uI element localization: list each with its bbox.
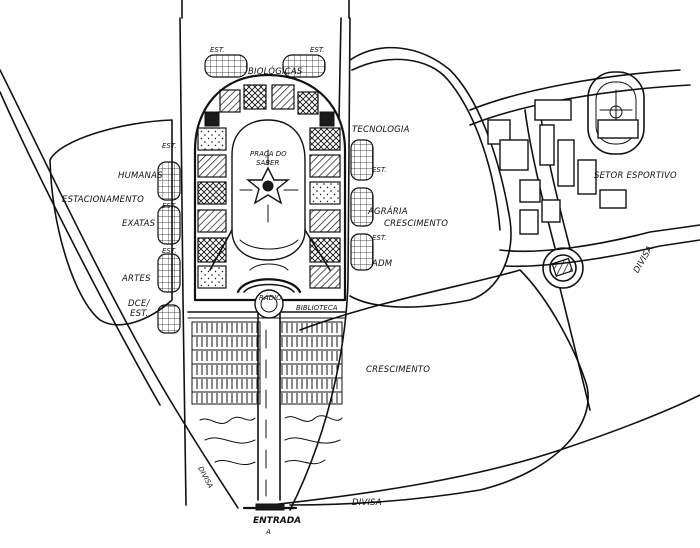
entrance-avenue <box>199 289 343 511</box>
label-entrada-marker: A <box>265 528 271 536</box>
satellite-lots-top <box>204 54 326 78</box>
label-divisa-right: DIVISA <box>632 244 656 275</box>
label-agraria: AGRÁRIA <box>367 205 408 217</box>
label-est-right-2: EST. <box>372 234 387 242</box>
label-tecnologia: TECNOLOGIA <box>352 125 410 135</box>
label-est-top-right: EST. <box>310 46 325 54</box>
label-artes: ARTES <box>121 274 151 284</box>
label-crescimento-lower: CRESCIMENTO <box>366 365 430 375</box>
label-est-left-2: EST. <box>162 202 177 210</box>
satellite-lots-right <box>350 139 374 271</box>
road-network <box>0 0 700 511</box>
central-campus <box>193 73 347 302</box>
parking-area <box>187 311 346 405</box>
label-est-left-1: EST. <box>162 142 177 150</box>
label-divisa-bottom: DIVISA <box>352 498 382 508</box>
label-adm: ADM <box>371 259 393 269</box>
label-divisa-left: DIVISA <box>196 465 214 490</box>
label-biologicas: BIOLÓGICAS <box>248 65 303 77</box>
label-praca-line1: PRAÇA DO <box>250 150 287 158</box>
label-biblioteca: BIBLIOTECA <box>296 304 338 312</box>
label-estacionamento: ESTACIONAMENTO <box>62 195 144 205</box>
sports-sector <box>487 71 645 235</box>
label-dce-est: EST. <box>130 309 148 319</box>
label-praca-line2: SABER <box>256 159 279 167</box>
label-humanas: HUMANAS <box>118 171 163 181</box>
label-dce: DCE/ <box>128 299 150 309</box>
label-est-top-left: EST. <box>210 46 225 54</box>
satellite-lots-left <box>157 161 181 334</box>
label-exatas: EXATAS <box>122 219 156 229</box>
label-radio: RÁDIO <box>259 293 282 302</box>
label-est-right-1: EST. <box>372 166 387 174</box>
label-est-left-3: EST. <box>162 247 177 255</box>
map-labels: ESTACIONAMENTO HUMANAS EXATAS ARTES DCE/… <box>62 46 677 536</box>
label-setor-esportivo: SETOR ESPORTIVO <box>594 171 677 181</box>
label-entrada: ENTRADA <box>253 516 301 526</box>
label-crescimento-right: CRESCIMENTO <box>384 219 448 229</box>
